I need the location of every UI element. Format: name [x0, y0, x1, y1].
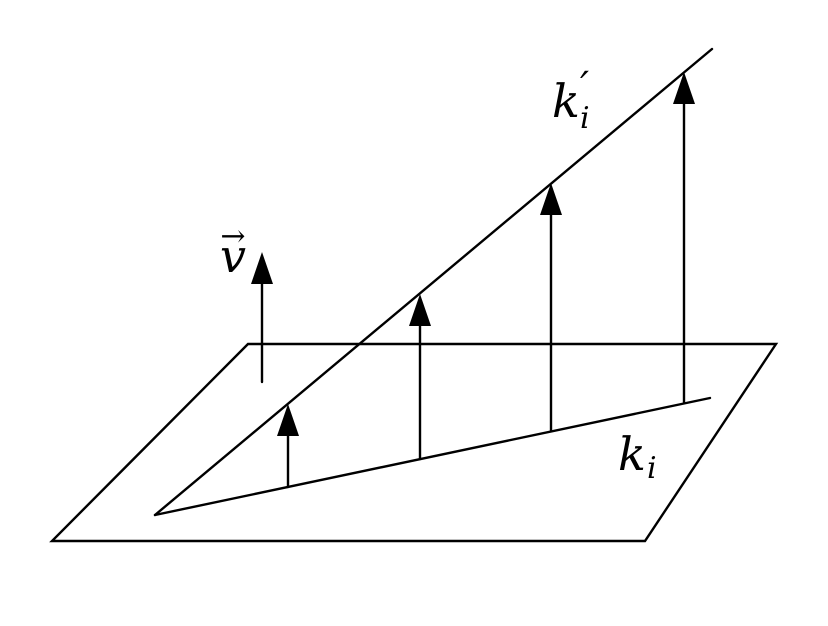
- velocity-vector: [251, 252, 273, 384]
- line-k-i: [153, 396, 712, 517]
- line-k-i-label-subscript: i: [647, 451, 657, 486]
- projection-arrow-3: [540, 183, 562, 433]
- arrow-up-icon: [409, 294, 431, 326]
- plane-parallelogram: [49, 342, 779, 543]
- arrow-up-icon: [277, 404, 299, 436]
- line-k-i-prime-label-prime: ′: [580, 64, 589, 110]
- projection-arrow-4: [673, 72, 695, 405]
- velocity-label: → v: [220, 219, 246, 283]
- line-k-i-label: k i: [618, 427, 657, 486]
- velocity-label-accent: →: [220, 219, 245, 254]
- projection-arrow-2: [409, 294, 431, 461]
- arrow-up-icon: [540, 183, 562, 215]
- line-k-i-prime-label-symbol: k: [552, 74, 580, 128]
- velocity-label-symbol: v: [220, 229, 246, 283]
- arrow-up-icon: [251, 252, 273, 284]
- arrow-up-icon: [673, 72, 695, 104]
- line-k-i-prime-label: k ′ i: [552, 64, 590, 136]
- line-k-i-label-symbol: k: [618, 427, 646, 481]
- projection-arrow-1: [277, 404, 299, 489]
- line-k-i-prime-label-subscript: i: [580, 101, 590, 136]
- line-k-i-prime: [153, 47, 714, 517]
